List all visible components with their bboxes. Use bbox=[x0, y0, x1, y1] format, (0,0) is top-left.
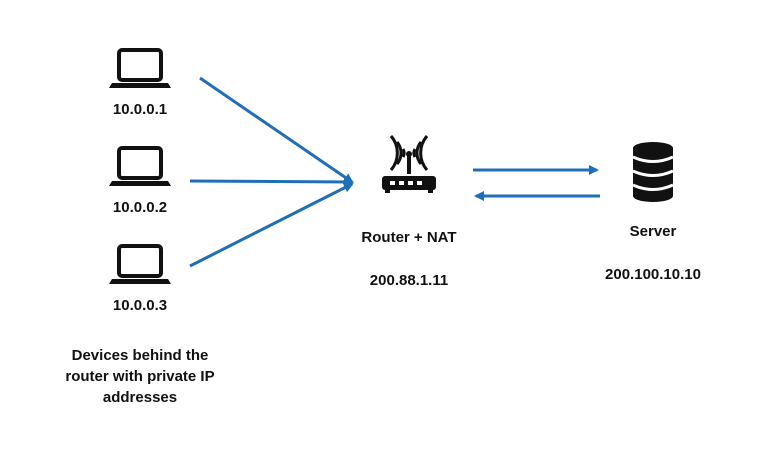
router-ip-label: 200.88.1.11 bbox=[369, 272, 449, 289]
device-3-ip-label: 10.0.0.3 bbox=[112, 297, 168, 314]
laptop-icon bbox=[107, 146, 173, 188]
devices-caption: Devices behind the router with private I… bbox=[65, 345, 214, 408]
arrow-device-3-to-router bbox=[189, 182, 354, 268]
server-label: Server bbox=[629, 223, 677, 240]
laptop-icon bbox=[107, 244, 173, 286]
arrow-device-1-to-router bbox=[199, 76, 354, 184]
devices-caption-line-1: Devices behind the bbox=[71, 347, 209, 364]
arrow-device-2-to-router bbox=[189, 176, 354, 187]
devices-caption-line-3: addresses bbox=[102, 389, 178, 406]
laptop-icon bbox=[107, 48, 173, 90]
router-label: Router + NAT bbox=[361, 229, 457, 246]
server-ip-label: 200.100.10.10 bbox=[605, 266, 701, 283]
device-2-ip-label: 10.0.0.2 bbox=[112, 199, 168, 216]
devices-caption-line-2: router with private IP bbox=[65, 368, 215, 385]
wifi-router-icon bbox=[382, 135, 436, 193]
device-1-ip-label: 10.0.0.1 bbox=[112, 101, 168, 118]
database-server-icon bbox=[632, 142, 674, 202]
